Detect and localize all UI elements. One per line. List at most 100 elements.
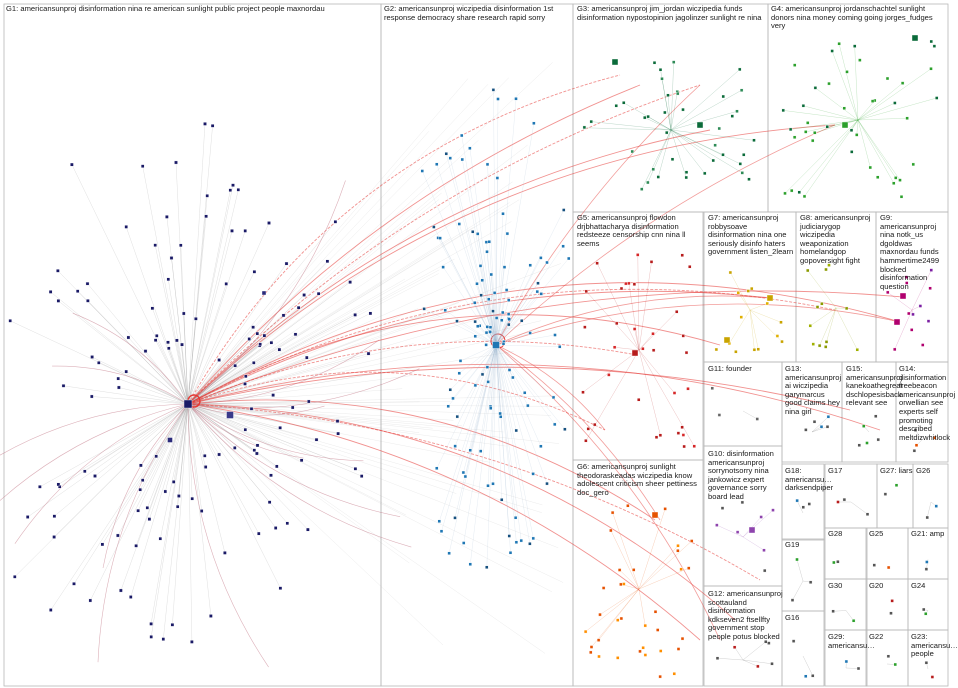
- graph-node: [905, 281, 909, 285]
- graph-node: [232, 446, 237, 450]
- graph-node: [487, 297, 491, 301]
- graph-edge: [495, 344, 531, 544]
- graph-node: [876, 437, 880, 442]
- graph-node: [513, 516, 518, 520]
- graph-edge: [487, 344, 497, 486]
- graph-node: [435, 466, 439, 470]
- graph-edge: [187, 221, 512, 405]
- graph-node: [679, 567, 683, 571]
- graph-edge: [152, 308, 189, 405]
- graph-node: [801, 505, 805, 509]
- graph-node: [672, 391, 677, 395]
- graph-node: [658, 433, 663, 437]
- graph-node: [230, 229, 234, 233]
- graph-edge: [495, 344, 661, 521]
- graph-node: [811, 342, 815, 346]
- graph-node: [762, 548, 766, 552]
- graph-node: [143, 349, 148, 353]
- graph-edge: [480, 295, 497, 346]
- graph-node: [257, 531, 261, 536]
- graph-edge: [187, 278, 405, 405]
- graph-node: [813, 86, 818, 90]
- graph-node: [539, 444, 543, 448]
- graph-node: [255, 331, 260, 336]
- graph-edge: [142, 403, 189, 481]
- group-box: [824, 629, 868, 687]
- graph-node: [519, 538, 523, 543]
- graph-edge: [495, 344, 511, 553]
- graph-edge: [585, 588, 640, 632]
- graph-edge: [638, 261, 652, 351]
- graph-node: [675, 310, 679, 314]
- graph-edges: [0, 43, 937, 676]
- graph-edge: [187, 403, 246, 430]
- graph-edge: [77, 291, 189, 405]
- graph-node: [505, 231, 510, 236]
- graph-edge: [495, 267, 505, 346]
- graph-node: [680, 636, 685, 641]
- graph-node: [175, 504, 180, 509]
- graph-node: [756, 347, 760, 351]
- group-box: [703, 585, 783, 687]
- graph-edge: [71, 164, 189, 405]
- graph-edge: [187, 281, 351, 405]
- graph-edge: [811, 426, 828, 433]
- graph-node: [243, 382, 247, 386]
- graph-node: [166, 277, 171, 282]
- graph-edge: [612, 512, 640, 590]
- graph-node: [275, 464, 279, 469]
- graph-node: [462, 541, 466, 545]
- graph-node: [528, 542, 532, 546]
- graph-node: [659, 649, 663, 653]
- graph-node: [924, 567, 929, 571]
- graph-node: [904, 275, 909, 279]
- graph-node: [561, 244, 565, 248]
- graph-edge: [667, 95, 672, 131]
- graph-node: [134, 544, 138, 548]
- graph-node: [589, 645, 594, 649]
- graph-node: [448, 156, 452, 160]
- hub-node: [226, 411, 234, 419]
- graph-node: [181, 311, 186, 316]
- graph-edge: [155, 340, 189, 405]
- graph-edge: [187, 221, 336, 405]
- graph-node: [255, 443, 260, 448]
- graph-node: [166, 340, 170, 345]
- graph-edge: [187, 403, 270, 503]
- graph-edge: [490, 344, 497, 407]
- graph-node: [721, 94, 725, 99]
- graph-edge: [187, 403, 302, 461]
- graph-edge: [838, 43, 859, 121]
- graph-node: [473, 334, 477, 338]
- graph-node: [504, 288, 509, 292]
- graph-edge: [749, 309, 782, 323]
- graph-edge: [644, 117, 672, 131]
- graph-nodes: [8, 34, 939, 679]
- graph-node: [72, 582, 76, 586]
- graph-edge: [187, 403, 205, 456]
- graph-edge: [187, 290, 771, 405]
- graph-edge: [187, 403, 281, 589]
- graph-edge: [187, 403, 559, 548]
- group-box: [703, 445, 783, 587]
- graph-node: [872, 563, 876, 567]
- graph-edge: [187, 353, 369, 405]
- graph-node: [676, 647, 681, 651]
- graph-node: [461, 470, 466, 475]
- graph-node: [501, 310, 505, 315]
- graph-node: [886, 565, 891, 570]
- graph-node: [911, 312, 915, 317]
- graph-edge: [482, 280, 497, 346]
- graph-node: [738, 162, 742, 166]
- graph-node: [842, 497, 847, 502]
- graph-edge: [495, 320, 522, 346]
- graph-node: [262, 333, 267, 338]
- graph-edge: [187, 334, 296, 405]
- graph-node: [632, 282, 637, 286]
- graph-node: [439, 529, 444, 533]
- graph-edge: [495, 344, 534, 474]
- graph-node: [815, 305, 820, 309]
- graph-node: [267, 500, 272, 505]
- graph-edge: [171, 257, 189, 405]
- graph-node: [484, 343, 488, 347]
